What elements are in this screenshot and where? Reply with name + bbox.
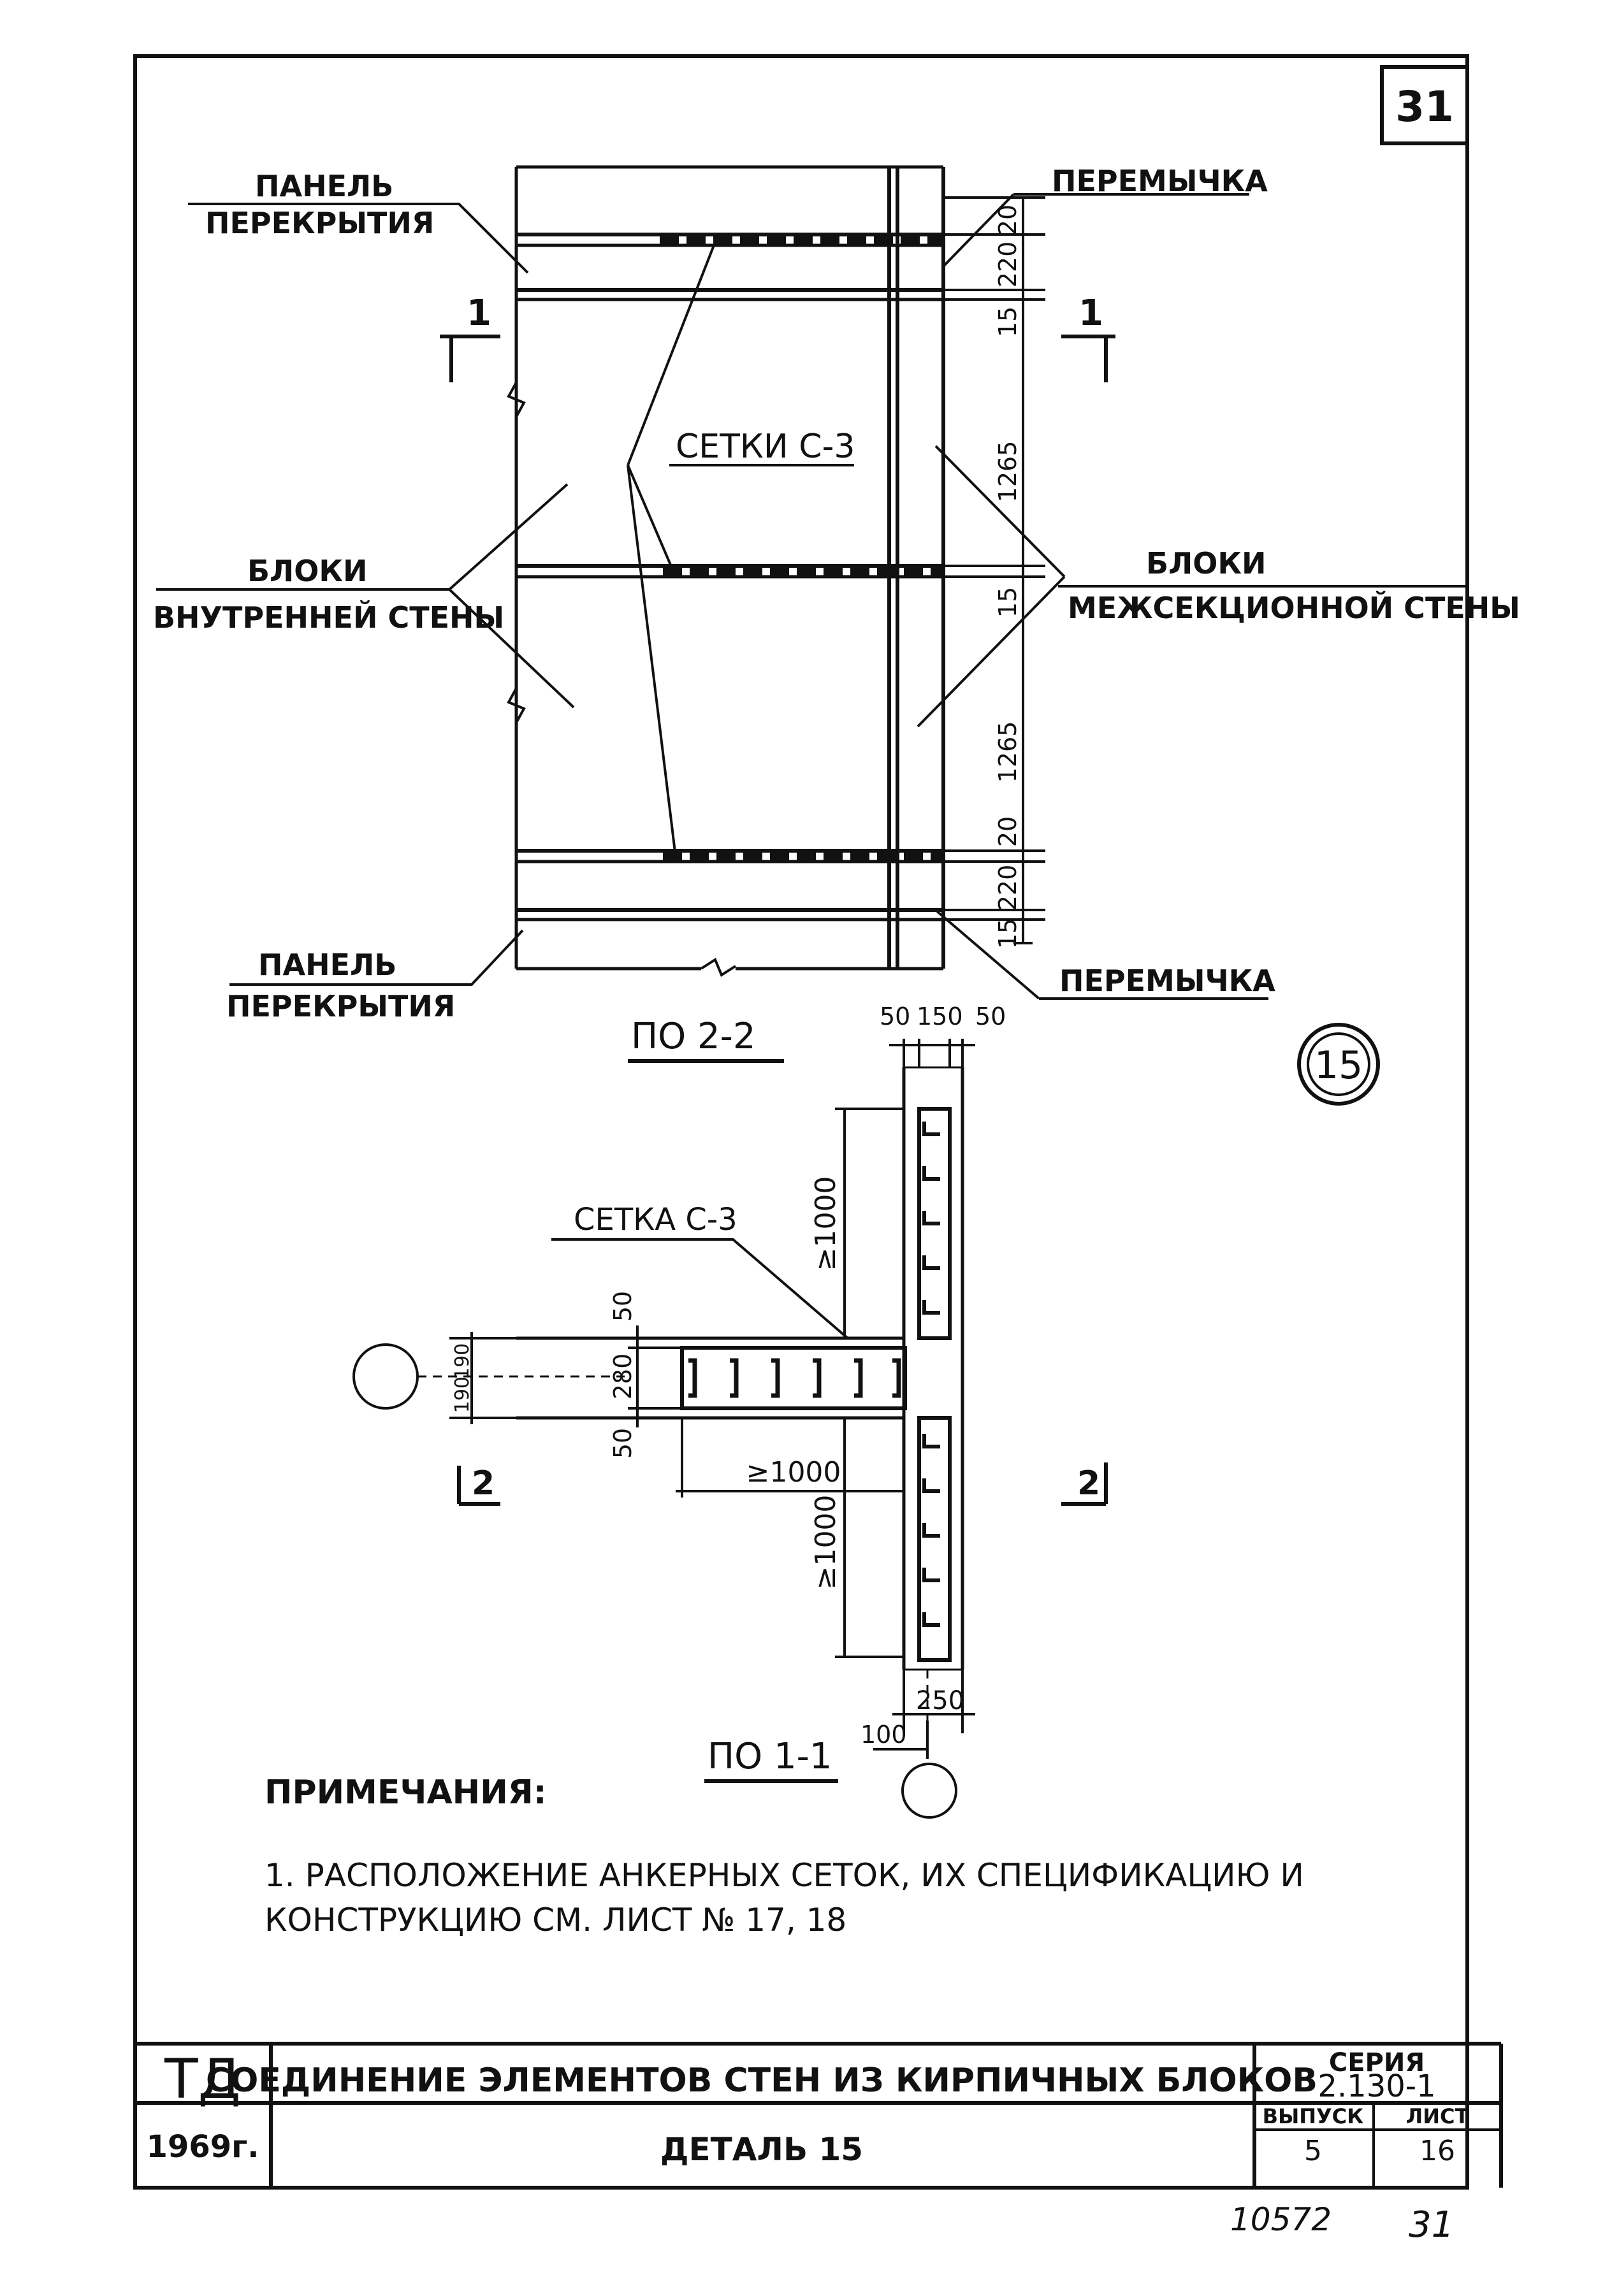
label-lintel-top: ПЕРЕМЫЧКА <box>1052 164 1268 198</box>
page-number: 31 <box>1395 82 1454 131</box>
plan-dim-top-2: 150 <box>917 1002 963 1030</box>
section-mark-2-left: 2 <box>472 1464 495 1503</box>
bottom-page-number: 31 <box>1409 2204 1454 2246</box>
title-text: СОЕДИНЕНИЕ ЭЛЕМЕНТОВ СТЕН ИЗ КИРПИЧНЫХ Б… <box>206 2061 1318 2100</box>
plan-dim-axis-offset: 100 <box>860 1721 907 1749</box>
series-value: 2.130-1 <box>1318 2069 1435 2104</box>
label-meshes: СЕТКИ С-3 <box>676 428 855 466</box>
plan-dim-lower-wall: ≥1000 <box>810 1495 842 1590</box>
label-panel-top-2: ПЕРЕКРЫТИЯ <box>205 206 434 240</box>
plan-dim-axis-1: 190 <box>451 1376 474 1413</box>
elev-dim-5: 15 <box>994 587 1022 617</box>
notes-line-2: КОНСТРУКЦИЮ СМ. ЛИСТ № 17, 18 <box>265 1902 846 1939</box>
view-title-1-1: ПО 1-1 <box>708 1736 832 1777</box>
series-label: СЕРИЯ <box>1329 2048 1425 2077</box>
label-lintel-bottom: ПЕРЕМЫЧКА <box>1059 964 1275 998</box>
elev-dim-6: 1265 <box>994 721 1022 783</box>
plan-dim-top-3: 50 <box>975 1002 1006 1030</box>
view-title-2-2: ПО 2-2 <box>631 1016 755 1057</box>
plan-dim-axis-2: 190 <box>451 1343 474 1380</box>
issue-label: ВЫПУСК <box>1263 2104 1364 2128</box>
sheet-value: 16 <box>1419 2135 1455 2167</box>
title-year: 1969г. <box>147 2129 259 2165</box>
label-section-wall-2: МЕЖСЕКЦИОННОЙ СТЕНЫ <box>1068 591 1520 625</box>
elev-dim-7: 20 <box>994 816 1022 847</box>
notes-line-1: 1. РАСПОЛОЖЕНИЕ АНКЕРНЫХ СЕТОК, ИХ СПЕЦИ… <box>265 1857 1304 1894</box>
plan-dim-upper-wall: ≥1000 <box>810 1176 842 1271</box>
detail-title: ДЕТАЛЬ 15 <box>660 2131 863 2168</box>
plan-view: 50 150 50 ≥1000 ≥1000 ≥1000 <box>352 1002 1108 1819</box>
elev-dim-3: 15 <box>994 307 1022 337</box>
label-panel-bottom-2: ПЕРЕКРЫТИЯ <box>226 989 455 1023</box>
plan-dim-branch: ≥1000 <box>746 1456 841 1489</box>
section-mark-2-right: 2 <box>1077 1464 1100 1503</box>
elev-dim-4: 1265 <box>994 441 1022 503</box>
axis-circle-bottom <box>901 1763 957 1819</box>
label-section-wall-1: БЛОКИ <box>1146 546 1266 581</box>
plan-dim-top-1: 50 <box>880 1002 910 1030</box>
plan-dim-vert-3: 50 <box>609 1428 637 1459</box>
title-block <box>135 2042 1503 2188</box>
detail-marker-number: 15 <box>1314 1043 1363 1088</box>
plan-dim-vert-1: 50 <box>609 1291 637 1322</box>
elev-dim-8: 220 <box>994 865 1022 911</box>
label-inner-wall-2: ВНУТРЕННЕЙ СТЕНЫ <box>153 600 504 635</box>
sheet-label: ЛИСТ <box>1406 2104 1469 2128</box>
elev-dim-9: 15 <box>994 918 1022 949</box>
section-mark-1-right: 1 <box>1078 292 1103 334</box>
elevation-view: 20 220 15 1265 15 1265 20 220 15 1 1 <box>153 164 1520 1063</box>
issue-value: 5 <box>1304 2135 1322 2167</box>
archive-number: 10572 <box>1230 2201 1332 2238</box>
label-panel-top-1: ПАНЕЛЬ <box>255 169 393 203</box>
title-logo: ТД <box>164 2047 241 2111</box>
notes-heading: ПРИМЕЧАНИЯ: <box>265 1773 547 1812</box>
plan-dim-bottom: 250 <box>916 1686 964 1715</box>
elev-dim-2: 220 <box>994 242 1022 288</box>
label-panel-bottom-1: ПАНЕЛЬ <box>258 948 396 982</box>
label-inner-wall-1: БЛОКИ <box>247 554 367 588</box>
section-mark-1-left: 1 <box>467 292 491 334</box>
detail-marker-15 <box>1297 1023 1380 1106</box>
label-mesh-c3: СЕТКА С-3 <box>574 1202 737 1238</box>
